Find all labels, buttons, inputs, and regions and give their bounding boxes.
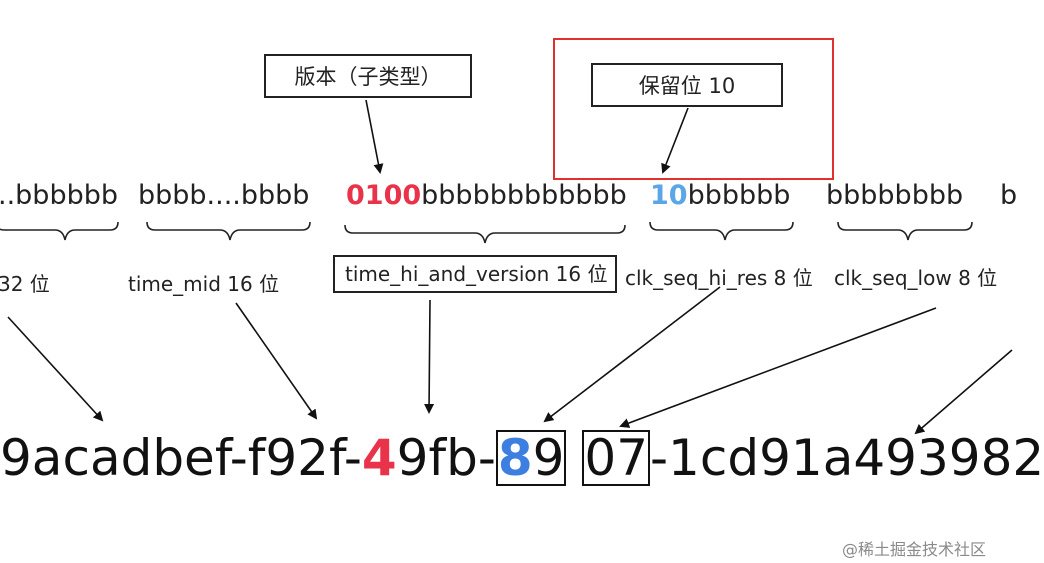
version-label-text: 版本（子类型） bbox=[294, 65, 442, 89]
variant-bits: 10 bbox=[650, 180, 688, 211]
reserved-label-text: 保留位 10 bbox=[638, 74, 736, 98]
version-label: 版本（子类型） bbox=[264, 54, 472, 98]
arrow-clk-seq-hi bbox=[543, 286, 721, 423]
version-bits: 0100 bbox=[346, 180, 422, 211]
uuid-version-digit: 4 bbox=[361, 429, 397, 487]
uuid-clk-seq-hi-box: 89 bbox=[495, 429, 567, 487]
brace-time-low bbox=[0, 221, 119, 241]
arrow-time-mid bbox=[235, 302, 318, 420]
bits-group-4: 10bbbbbb bbox=[650, 180, 790, 211]
bits-group-5: bbbbbbbb bbox=[826, 180, 964, 211]
brace-time-mid bbox=[146, 221, 311, 241]
field-time-hi-and-version: time_hi_and_version 16 位 bbox=[333, 255, 617, 293]
reserved-label: 保留位 10 bbox=[591, 63, 783, 107]
uuid-part-5: -1cd91a493982 bbox=[650, 429, 1044, 487]
field-clk-seq-low: clk_seq_low 8 位 bbox=[834, 266, 998, 290]
bits-group-3-rest: bbbbbbbbbbbb bbox=[421, 180, 627, 211]
uuid-part-2: 9fb- bbox=[396, 429, 496, 487]
uuid-clk-seq-low-box: 07 bbox=[582, 429, 651, 487]
uuid-part-4: 07 bbox=[584, 429, 649, 487]
field-time-mid: time_mid 16 位 bbox=[128, 272, 280, 296]
uuid-part-3: 9 bbox=[532, 429, 565, 487]
bits-group-1: ..bbbbbb bbox=[0, 180, 118, 211]
arrow-time-low bbox=[7, 316, 104, 422]
bits-group-3: 0100bbbbbbbbbbbb bbox=[346, 180, 627, 211]
uuid-part-1: 9acadbef-f92f- bbox=[0, 429, 362, 487]
brace-time-hi bbox=[344, 224, 626, 244]
bits-group-2: bbbb....bbbb bbox=[138, 180, 310, 211]
connectors-overlay bbox=[0, 99, 1013, 435]
uuid-variant-digit: 8 bbox=[497, 429, 533, 487]
arrow-time-hi bbox=[424, 299, 435, 414]
arrow-node bbox=[914, 349, 1013, 435]
brace-clk-seq-low bbox=[837, 221, 973, 241]
arrow-reserved bbox=[661, 107, 689, 174]
reserved-highlight-frame bbox=[553, 38, 834, 180]
field-clk-seq-hi-res: clk_seq_hi_res 8 位 bbox=[625, 266, 813, 290]
bits-group-6: b bbox=[1000, 180, 1018, 211]
watermark: @稀土掘金技术社区 bbox=[842, 540, 987, 559]
uuid-string: 9acadbef-f92f-49fb-89 07-1cd91a493982 bbox=[0, 427, 1044, 489]
bits-group-4-rest: bbbbbb bbox=[687, 180, 791, 211]
brace-clk-seq-hi bbox=[649, 221, 794, 241]
arrow-version bbox=[365, 99, 384, 174]
arrow-clk-seq-low bbox=[619, 307, 937, 428]
field-time-low: 32 位 bbox=[0, 272, 50, 296]
